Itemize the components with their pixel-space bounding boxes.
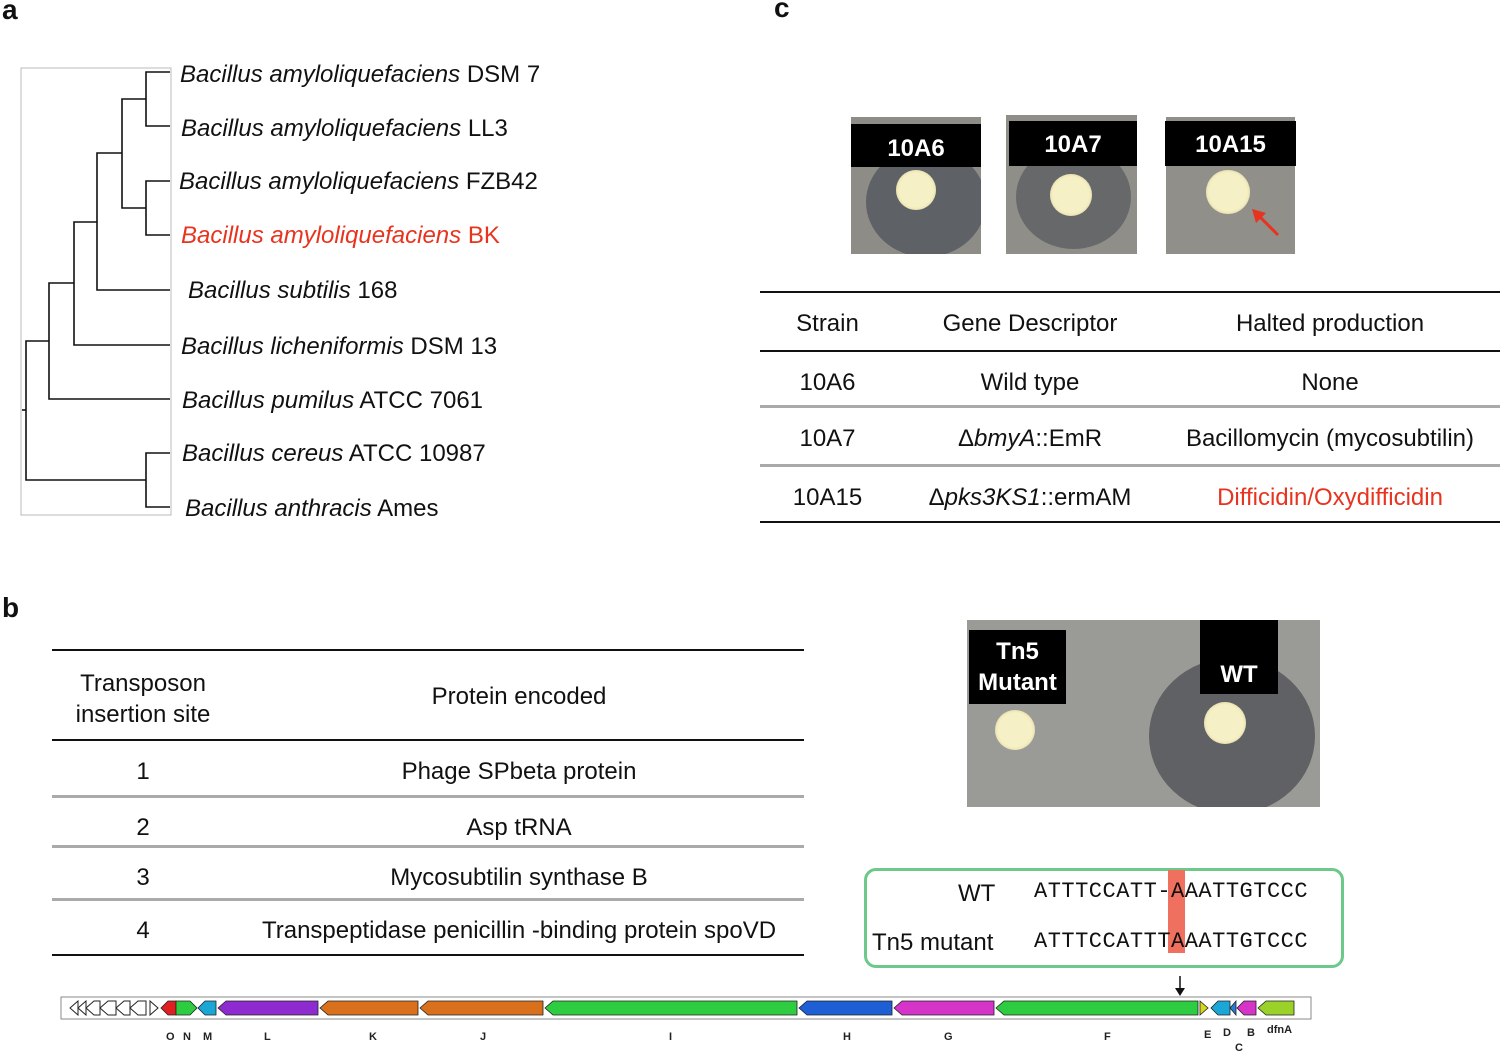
red-arrow-icon [1252,209,1280,237]
tree-taxon: Bacillus cereus ATCC 10987 [182,440,486,467]
gene-F [995,1000,1199,1016]
seq-wt: ATTTCCATT-AAATTGTCCC [1034,879,1309,904]
strain-cell: 10A6 [799,369,856,396]
gene-J [419,1000,544,1016]
gene-label: H [843,1031,851,1043]
gene-arrow [149,999,159,1017]
plate-label: 10A7 [1009,121,1137,166]
gene-H [798,1000,893,1016]
paper-disc-wt [1204,702,1246,744]
gene-label: E [1204,1029,1212,1041]
table-header: Strain [796,310,859,337]
gene-label: O [166,1031,175,1043]
site-cell: 3 [136,864,150,891]
gene-I [544,1000,798,1016]
site-cell: 2 [136,814,150,841]
halted-cell-highlighted: Difficidin/Oxydifficidin [1217,484,1443,511]
gene-arrow [77,999,87,1017]
protein-cell: Phage SPbeta protein [401,758,637,785]
gene-label: F [1104,1031,1111,1043]
table-header: Transposon insertion site [75,670,211,728]
gene-label: C [1235,1042,1243,1054]
gene-B [1236,1000,1257,1016]
panel-letter-c: c [774,0,790,23]
gene-C [1229,999,1237,1017]
panel-letter-a: a [2,0,18,25]
cluster-frame [60,996,1312,1020]
protein-cell: Asp tRNA [466,814,572,841]
paper-disc [896,170,936,210]
gene-label: G [944,1031,953,1043]
tree-taxon: Bacillus anthracis Ames [185,495,439,522]
gene-D [1210,1000,1231,1016]
site-cell: 1 [136,758,150,785]
halted-cell: Bacillomycin (mycosubtilin) [1185,425,1475,452]
gene-arrow [115,1000,131,1016]
gene-O [160,1000,177,1016]
tree-frame [20,67,172,516]
gene-arrow [85,1000,101,1016]
halted-cell: None [1301,369,1359,396]
gene-cell: Δpks3KS1::ermAM [928,484,1132,511]
tree-taxon: Bacillus pumilus ATCC 7061 [182,387,484,414]
protein-cell: Mycosubtilin synthase B [390,864,648,891]
gene-M [197,1000,217,1016]
gene-G [893,1000,995,1016]
paper-disc-mutant [995,710,1035,750]
gene-L [217,1000,319,1016]
plate-label: 10A15 [1165,121,1296,166]
gene-label: M [203,1031,213,1043]
gene-label: L [264,1031,271,1043]
tree-branches [20,67,172,516]
gene-label: J [480,1031,487,1043]
gene-label: D [1223,1027,1231,1039]
gene-cell: Wild type [980,369,1080,396]
gene-cell: ΔbmyA::EmR [957,425,1103,452]
seq-mutant: ATTTCCATTTAAATTGTCCC [1034,929,1309,954]
tree-taxon: Bacillus subtilis 168 [188,277,398,304]
table-header: Halted production [1235,310,1425,337]
gene-dfnA [1257,1000,1295,1016]
gene-arrow [69,999,79,1017]
gene-E [1199,1000,1209,1016]
wt-label: WT [1200,620,1278,694]
table-header: Gene Descriptor [942,310,1118,337]
protein-cell: Transpeptidase penicillin -binding prote… [261,917,777,944]
gene-label: B [1247,1027,1255,1039]
insertion-highlight [1168,870,1185,953]
strain-cell: 10A15 [792,484,863,511]
seq-label-mutant: Tn5 mutant [872,929,994,956]
table-header: Protein encoded [431,683,607,710]
panel-letter-b: b [2,592,20,623]
gene-arrow [99,1000,117,1016]
tree-taxon: Bacillus amyloliquefaciens FZB42 [179,168,538,195]
paper-disc [1050,174,1092,216]
strain-cell: 10A7 [799,425,856,452]
gene-label: K [369,1031,377,1043]
gene-N [175,1000,198,1016]
gene-label: dfnA [1267,1024,1293,1036]
site-cell: 4 [136,917,150,944]
gene-label: N [183,1031,191,1043]
gene-K [319,1000,419,1016]
plate-label: 10A6 [851,124,981,167]
tree-taxon-highlighted: Bacillus amyloliquefaciens BK [181,222,500,249]
seq-label-wt: WT [958,880,996,907]
mutant-label: Tn5 Mutant [969,630,1066,704]
paper-disc [1206,170,1250,214]
gene-label: I [669,1031,673,1043]
tree-taxon: Bacillus amyloliquefaciens DSM 7 [180,61,541,88]
sequence-alignment-box [864,868,1344,968]
gene-arrow [129,1000,147,1016]
tree-taxon: Bacillus amyloliquefaciens LL3 [181,115,508,142]
tree-taxon: Bacillus licheniformis DSM 13 [181,333,498,360]
gene-cluster-map [60,976,1312,1020]
